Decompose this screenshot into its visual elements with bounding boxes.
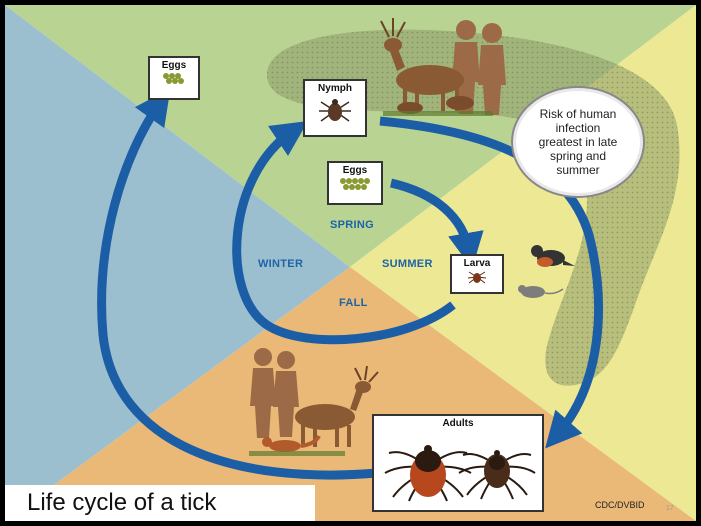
- adults-box: Adults: [372, 414, 544, 512]
- season-label-spring: SPRING: [330, 219, 374, 231]
- risk-text: Risk of human infection greatest in late…: [533, 107, 623, 177]
- nymph-box: Nymph: [303, 79, 367, 137]
- eggs-top-box: Eggs: [148, 56, 200, 100]
- eggs-center-box: Eggs: [327, 161, 383, 205]
- season-label-fall: FALL: [339, 297, 368, 309]
- diagram-frame: Eggs Nymph Eggs Larva Adults: [5, 5, 696, 521]
- nymph-label: Nymph: [305, 83, 365, 94]
- credit-text: CDC/DVBID: [595, 500, 645, 510]
- egg-cluster-icon: [161, 71, 187, 85]
- tick-icon: [467, 269, 487, 285]
- risk-callout: Risk of human infection greatest in late…: [511, 86, 645, 198]
- larva-label: Larva: [452, 258, 502, 269]
- season-label-winter: WINTER: [258, 258, 303, 270]
- tick-icon: [315, 94, 355, 128]
- egg-cluster-icon: [338, 176, 372, 192]
- season-label-summer: SUMMER: [382, 258, 433, 270]
- eggs-center-label: Eggs: [329, 165, 381, 176]
- caption-box: Life cycle of a tick: [5, 485, 315, 521]
- larva-box: Larva: [450, 254, 504, 294]
- page-number: 17: [666, 505, 674, 512]
- adults-label: Adults: [374, 418, 542, 429]
- caption-text: Life cycle of a tick: [27, 489, 216, 517]
- eggs-top-label: Eggs: [150, 60, 198, 71]
- tick-icon: [378, 429, 538, 503]
